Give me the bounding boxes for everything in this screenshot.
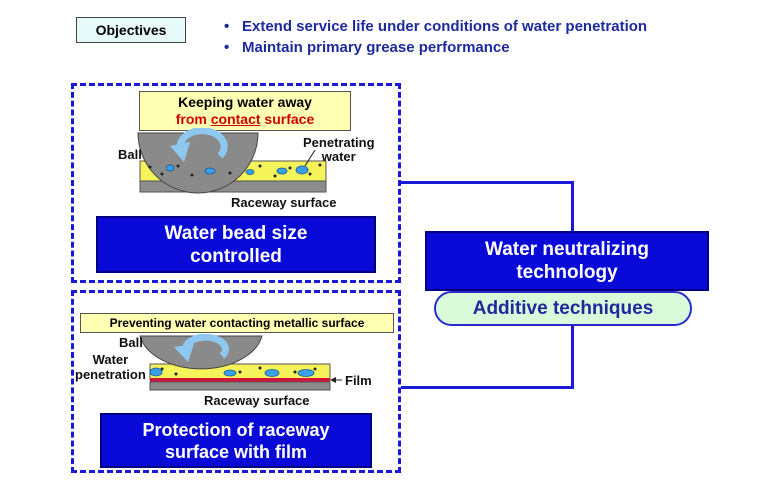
arrow-head <box>174 344 194 362</box>
dots <box>148 163 322 178</box>
contact-text: contact <box>210 111 261 127</box>
from-text: from <box>175 111 211 127</box>
bottom-bearing-illustration <box>139 334 342 391</box>
keeping-line1: Keeping water away <box>178 94 312 110</box>
top-bearing-illustration <box>137 128 327 194</box>
objective-item: Maintain primary grease performance <box>222 37 662 58</box>
top-connector-v <box>571 181 574 234</box>
bottom-raceway-label: Raceway surface <box>204 393 310 408</box>
ball-shape <box>139 335 263 370</box>
keeping-water-away-label: Keeping water away from contact surface <box>139 91 351 131</box>
surface-text: surface <box>260 111 315 127</box>
bottom-connector-h <box>401 386 574 389</box>
additive-techniques-label: Additive techniques <box>434 291 692 326</box>
penetrating-line1: Penetrating <box>303 135 375 150</box>
film-layer <box>150 378 330 382</box>
top-ball-label: Ball <box>118 147 142 162</box>
top-raceway-label: Raceway surface <box>231 195 337 210</box>
bottom-ball-label: Ball <box>119 335 143 350</box>
penetrating-pointer <box>304 149 316 167</box>
protection-raceway-box: Protection of raceway surface with film <box>100 413 372 468</box>
keeping-line2: from contact surface <box>140 111 350 128</box>
objective-item: Extend service life under conditions of … <box>222 16 662 37</box>
dots <box>160 366 317 376</box>
bottom-connector-v <box>571 326 574 389</box>
film-label: Film <box>345 373 372 388</box>
water-penetration-label: Water penetration <box>75 352 146 382</box>
top-connector-h <box>401 181 574 184</box>
water-line1: Water <box>92 352 129 367</box>
water-line2: penetration <box>75 367 146 382</box>
water-beads <box>149 367 315 377</box>
water-beads <box>165 164 309 175</box>
ball-shape <box>137 132 259 194</box>
penetrating-line2: water <box>321 149 356 164</box>
raceway-base <box>149 381 331 391</box>
bead-line1: Water bead size <box>164 222 308 244</box>
protection-line1: Protection of raceway <box>142 419 330 440</box>
penetrating-water-label: Penetrating water <box>303 136 375 164</box>
preventing-water-label: Preventing water contacting metallic sur… <box>80 313 394 333</box>
objectives-list: Extend service life under conditions of … <box>222 16 662 58</box>
bead-line2: controlled <box>190 245 282 267</box>
objectives-label: Objectives <box>76 17 186 43</box>
neutralizing-line2: technology <box>516 262 618 283</box>
arrow-head <box>170 142 190 162</box>
bottom-panel <box>71 290 401 473</box>
top-panel <box>71 83 401 283</box>
protection-line2: surface with film <box>164 441 308 462</box>
neutralizing-line1: Water neutralizing <box>485 239 649 260</box>
film-pointer-head <box>330 377 336 383</box>
water-neutralizing-box: Water neutralizing technology <box>425 231 709 291</box>
water-bead-size-box: Water bead size controlled <box>96 216 376 273</box>
